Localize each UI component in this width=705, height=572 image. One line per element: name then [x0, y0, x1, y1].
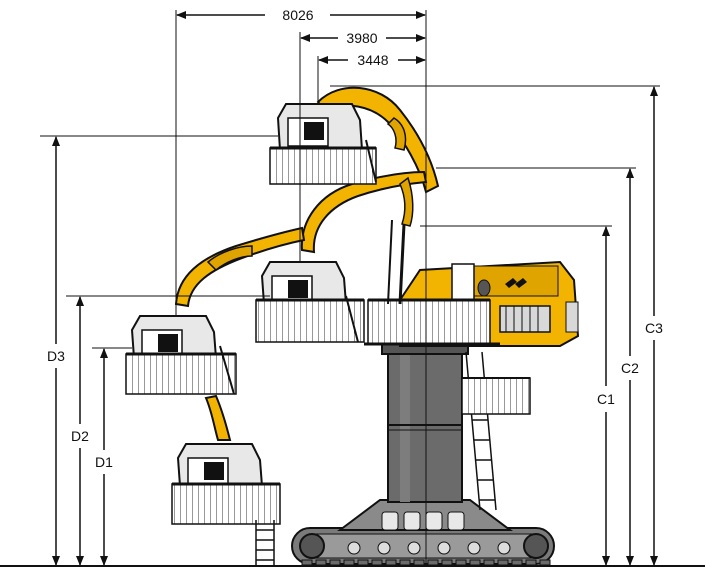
column-access-ladder — [461, 351, 531, 511]
dimension-8026: 8026 — [176, 7, 426, 23]
dimension-c3: C3 — [645, 86, 663, 566]
dimension-3448: 3448 — [318, 52, 426, 68]
dimension-d3: D3 — [47, 136, 65, 566]
dimension-label-d1: D1 — [95, 454, 113, 470]
dimension-c2: C2 — [621, 168, 639, 566]
dimension-d2: D2 — [71, 296, 89, 566]
crawler-undercarriage — [291, 499, 555, 566]
dimension-label-3980: 3980 — [346, 30, 377, 46]
dimension-label-c1: C1 — [597, 391, 615, 407]
cab-boom-low — [174, 226, 306, 308]
dimension-d1: D1 — [95, 348, 113, 566]
dimension-label-c2: C2 — [621, 360, 639, 376]
dimension-label-d2: D2 — [71, 428, 89, 444]
dimension-label-c3: C3 — [645, 320, 663, 336]
cab-position-mid — [255, 261, 365, 343]
dimension-label-8026: 8026 — [282, 7, 313, 23]
cab-position-top — [269, 103, 377, 185]
cab-position-ground — [171, 443, 281, 566]
reference-lines — [40, 10, 660, 566]
dimension-label-d3: D3 — [47, 348, 65, 364]
elevated-column — [381, 341, 469, 503]
upper-carriage — [364, 260, 580, 347]
dimension-label-3448: 3448 — [357, 52, 388, 68]
cab-boom-bottom — [204, 394, 232, 441]
cab-position-low — [125, 315, 237, 395]
dimension-c1: C1 — [597, 226, 615, 566]
dimension-3980: 3980 — [300, 30, 426, 46]
